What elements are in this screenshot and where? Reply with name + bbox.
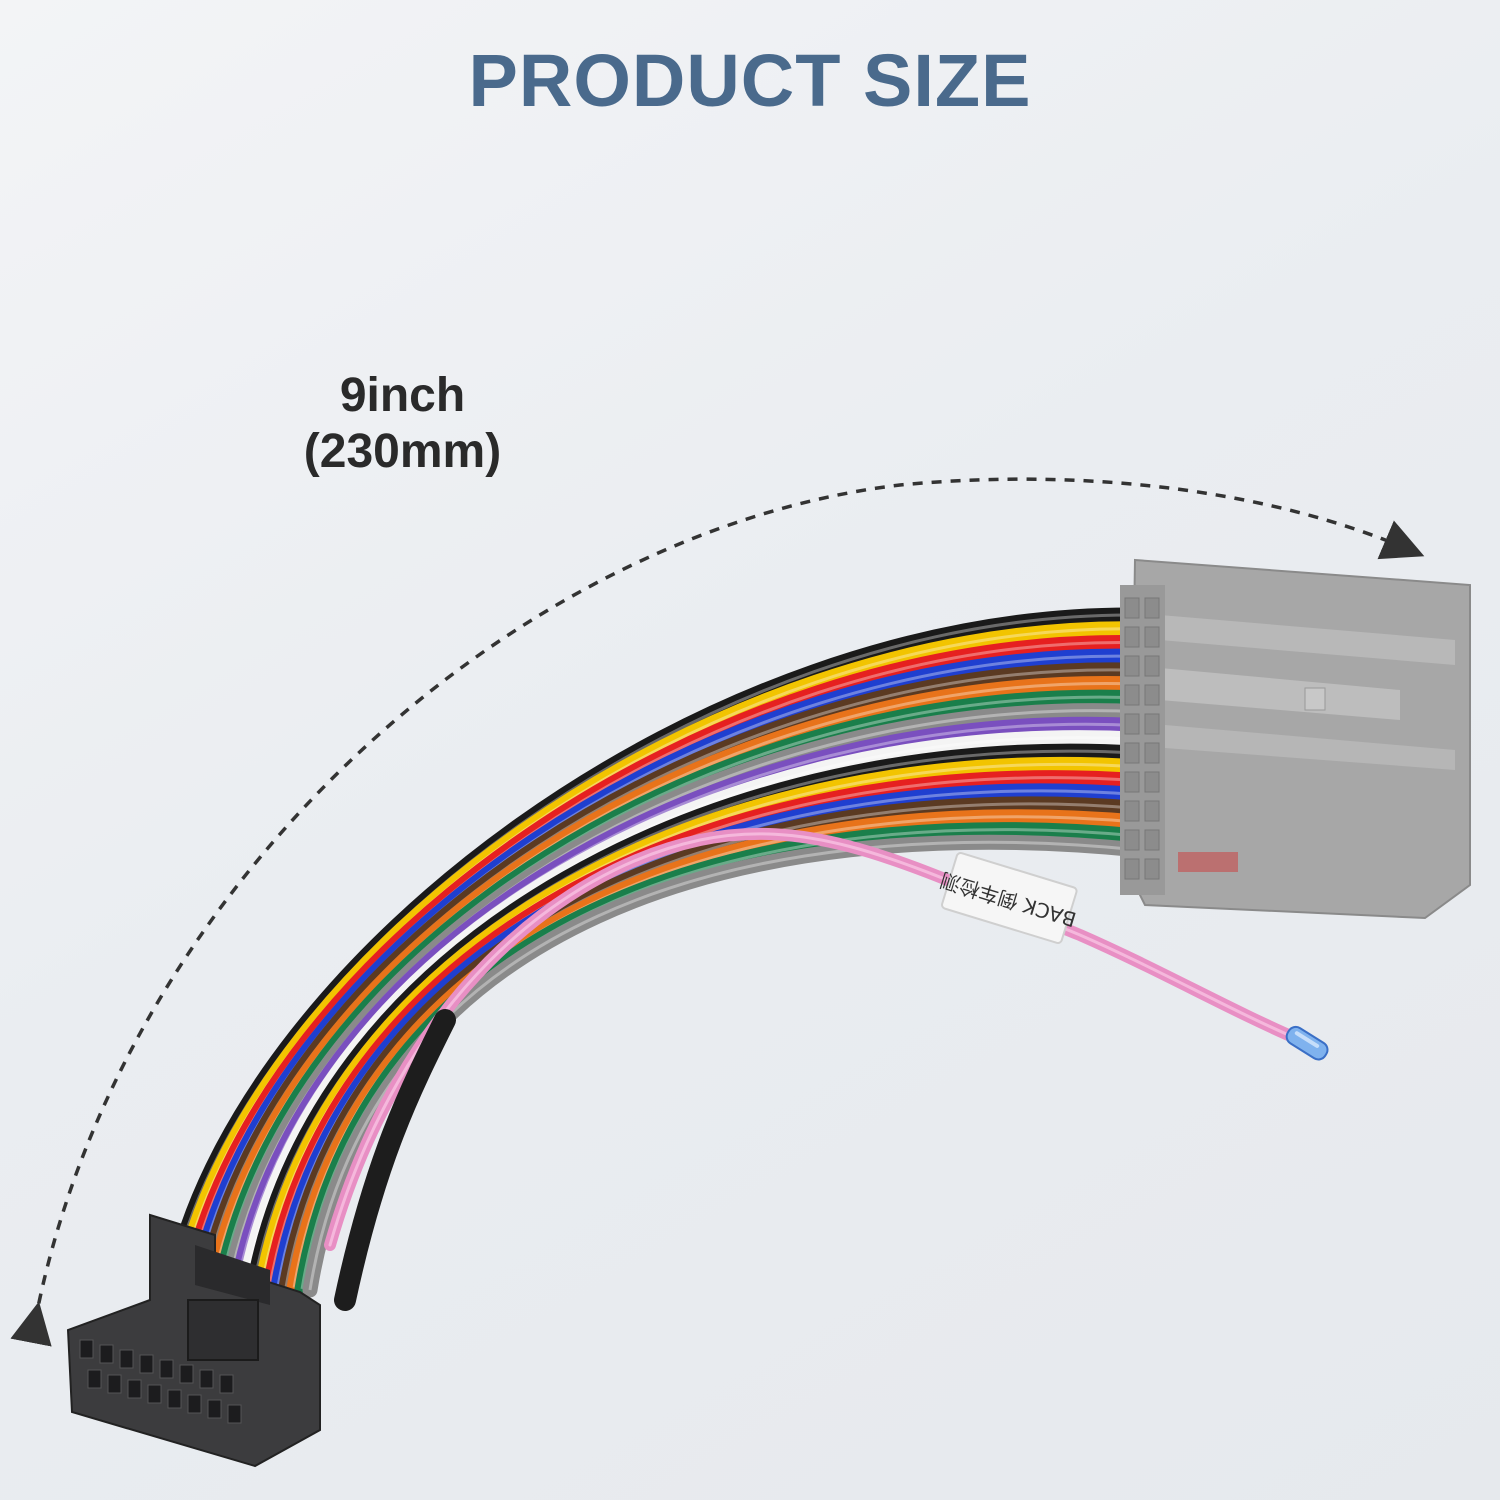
page-title: PRODUCT SIZE <box>468 39 1032 122</box>
length-inch-label: 9inch <box>339 369 466 422</box>
iso-pin <box>139 1354 154 1374</box>
heat-shrink-sleeve <box>334 1009 456 1311</box>
plug-pin <box>1124 829 1140 851</box>
plug-pin <box>1144 742 1160 764</box>
iso-pin <box>159 1359 174 1379</box>
harness-wire <box>302 834 1148 1298</box>
plug-pin <box>1144 655 1160 677</box>
plug-pin <box>1124 655 1140 677</box>
blue-terminal-tip <box>1285 1025 1329 1061</box>
iso-pin <box>199 1369 214 1389</box>
plug-pin <box>1124 684 1140 706</box>
plug-pin <box>1144 684 1160 706</box>
plug-pin <box>1144 626 1160 648</box>
iso-pin <box>147 1384 162 1404</box>
iso-pin <box>187 1394 202 1414</box>
plug-pin <box>1124 771 1140 793</box>
length-measurement: 9inch (230mm) <box>250 368 555 480</box>
iso-pin <box>99 1344 114 1364</box>
dimension-arrow-icon <box>10 477 1425 1347</box>
plug-pin <box>1144 713 1160 735</box>
iso-pin <box>167 1389 182 1409</box>
plug-pin <box>1144 858 1160 880</box>
plug-pin <box>1124 713 1140 735</box>
length-mm-label: (230mm) <box>303 425 502 478</box>
iso-pin <box>127 1379 142 1399</box>
plug-pin <box>1124 742 1140 764</box>
plug-pin <box>1144 771 1160 793</box>
plug-pin <box>1124 858 1140 880</box>
plug-pin <box>1124 597 1140 619</box>
iso-pin <box>107 1374 122 1394</box>
wire-bundle <box>167 607 1148 1298</box>
iso-pin <box>87 1369 102 1389</box>
plug-pin <box>1144 597 1160 619</box>
wire-highlight <box>308 840 1141 1291</box>
iso-pin <box>79 1339 94 1359</box>
back-label-tag: BACK 倒车检测 <box>938 851 1079 945</box>
iso-pin <box>227 1404 242 1424</box>
iso-pin <box>179 1364 194 1384</box>
iso-pin <box>219 1374 234 1394</box>
plug-pin <box>1124 800 1140 822</box>
iso-pin <box>207 1399 222 1419</box>
plug-pin <box>1124 626 1140 648</box>
iso-pin <box>119 1349 134 1369</box>
iso-connector-icon <box>66 1213 321 1468</box>
plug-pin <box>1144 800 1160 822</box>
vehicle-plug-icon <box>1120 558 1471 920</box>
plug-pin <box>1144 829 1160 851</box>
